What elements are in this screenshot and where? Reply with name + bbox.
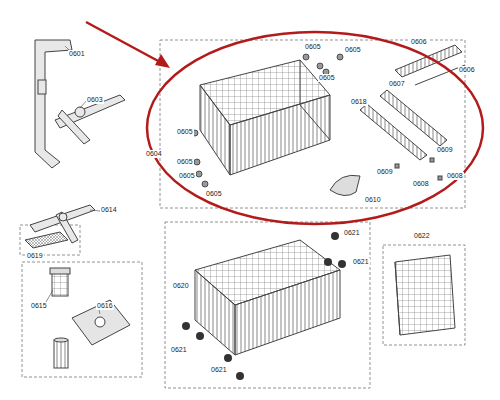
callout-number: 0605	[176, 158, 194, 166]
callout-number: 0605	[176, 128, 194, 136]
callout-number: 0606	[458, 66, 476, 74]
callout-number: 0615	[30, 302, 48, 310]
callout-number: 0616	[96, 302, 114, 310]
callout-number: 0609	[376, 168, 394, 176]
callout-number: 0608	[412, 180, 430, 188]
callout-number: 0610	[364, 196, 382, 204]
callout-number: 0622	[413, 232, 431, 240]
callout-number: 0605	[344, 46, 362, 54]
callout-number: 0618	[350, 98, 368, 106]
callout-number: 0606	[410, 38, 428, 46]
callout-number: 0605	[205, 190, 223, 198]
callout-number: 0608	[446, 172, 464, 180]
callout-number: 0605	[178, 172, 196, 180]
callout-number: 0619	[26, 252, 44, 260]
callout-number: 0601	[68, 50, 86, 58]
callout-number: 0605	[318, 74, 336, 82]
callout-number: 0609	[436, 146, 454, 154]
callout-number: 0621	[343, 229, 361, 237]
callout-number: 0603	[86, 96, 104, 104]
callout-number: 0607	[388, 80, 406, 88]
callout-number: 0621	[170, 346, 188, 354]
callout-number: 0604	[145, 150, 163, 158]
callout-number: 0621	[210, 366, 228, 374]
callout-number: 0614	[100, 206, 118, 214]
callout-number: 0621	[352, 258, 370, 266]
callout-number: 0605	[304, 43, 322, 51]
callout-number: 0620	[172, 282, 190, 290]
